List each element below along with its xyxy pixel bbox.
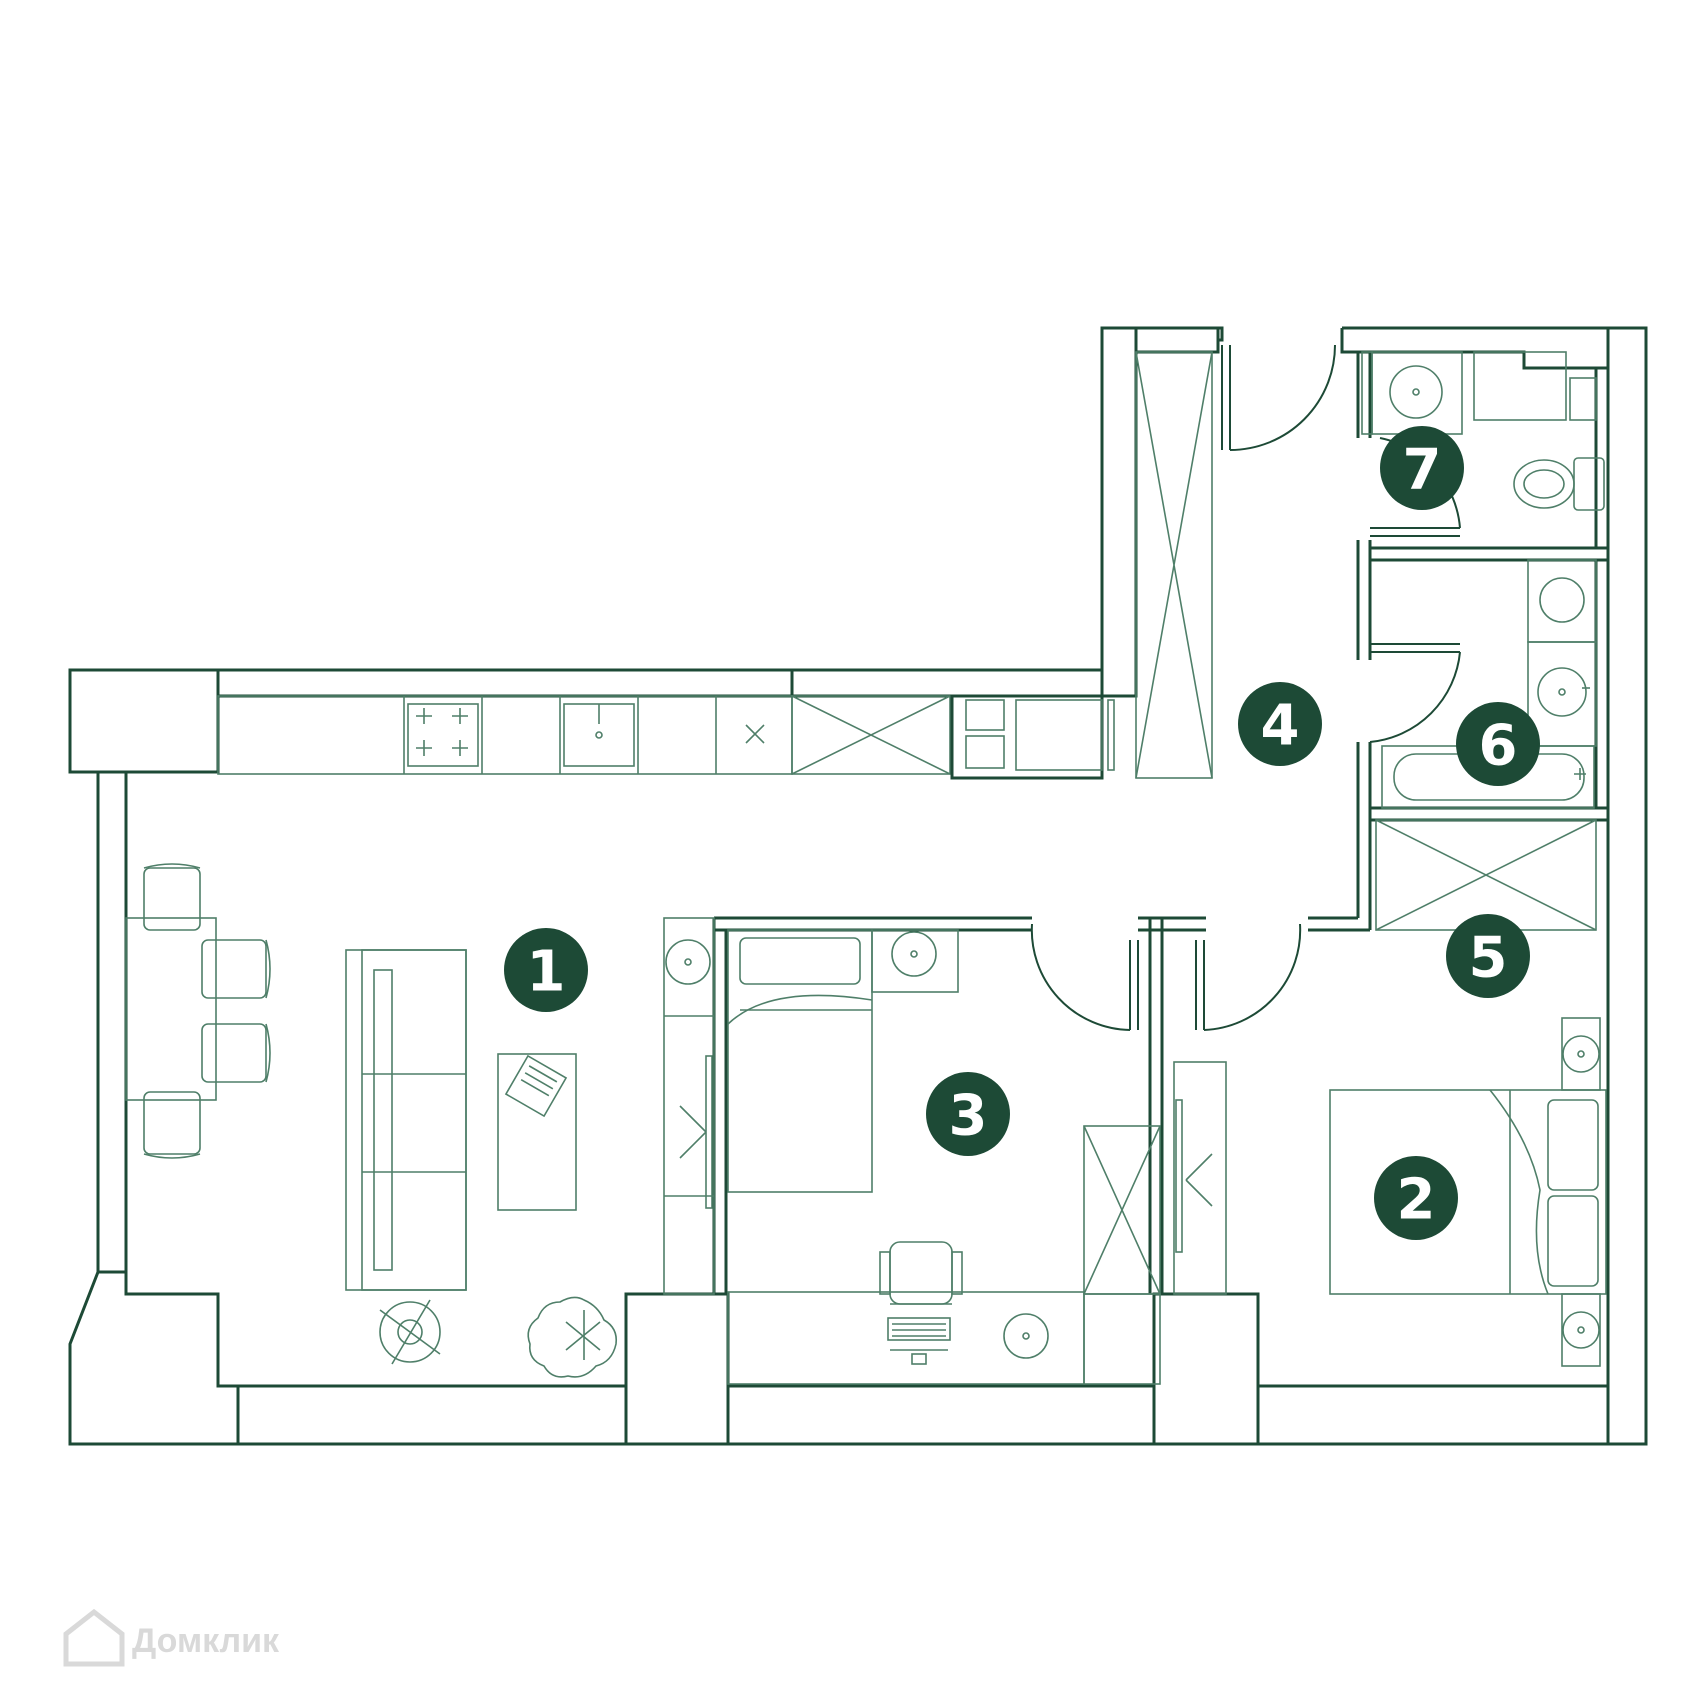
outer-walls — [68, 326, 1648, 1446]
room2-bed — [1329, 1089, 1607, 1295]
chairs — [143, 863, 271, 1159]
room-label-3: 3 — [949, 1084, 988, 1149]
desk-chair — [879, 1241, 963, 1305]
room-label-1: 1 — [527, 940, 566, 1005]
kitchen-sink-icon — [563, 703, 635, 767]
room3-nightstand — [871, 929, 959, 993]
room-badge-4: 4 — [1238, 682, 1322, 766]
floor-lamp-icon — [379, 1299, 441, 1365]
room3-wardrobe — [663, 917, 715, 1295]
room-label-6: 6 — [1479, 714, 1518, 779]
room7-fixtures — [1361, 351, 1605, 511]
kitchen-counter — [217, 694, 1115, 780]
house-logo-icon — [63, 1608, 125, 1667]
toilet-icon — [1513, 457, 1605, 511]
coffee-table — [497, 1053, 577, 1211]
room-badge-2: 2 — [1374, 1156, 1458, 1240]
computer-icon — [887, 1317, 951, 1365]
dining-table — [125, 917, 217, 1101]
room-badge-5: 5 — [1446, 914, 1530, 998]
watermark-text: Домклик — [132, 1622, 280, 1660]
wardrobe-hall — [1135, 351, 1213, 779]
doors — [1030, 344, 1461, 1031]
desk — [727, 1291, 1085, 1385]
room-badge-7: 7 — [1380, 426, 1464, 510]
room-badge-1: 1 — [504, 928, 588, 1012]
desk-lamp-icon — [1003, 1313, 1049, 1359]
sofa — [345, 949, 467, 1291]
room5-wardrobe — [1375, 819, 1597, 931]
stove-icon — [407, 703, 479, 767]
room-label-4: 4 — [1261, 694, 1300, 759]
room-label-2: 2 — [1397, 1168, 1436, 1233]
room2-nightstands — [1561, 1017, 1601, 1367]
plant-icon — [527, 1296, 618, 1378]
room-label-7: 7 — [1403, 438, 1442, 503]
room3-bed — [727, 929, 873, 1193]
watermark: Домклик — [63, 1608, 280, 1667]
room-badge-6: 6 — [1456, 702, 1540, 786]
room-badge-3: 3 — [926, 1072, 1010, 1156]
room-label-5: 5 — [1469, 926, 1508, 991]
room2-wardrobe — [1173, 1061, 1227, 1295]
